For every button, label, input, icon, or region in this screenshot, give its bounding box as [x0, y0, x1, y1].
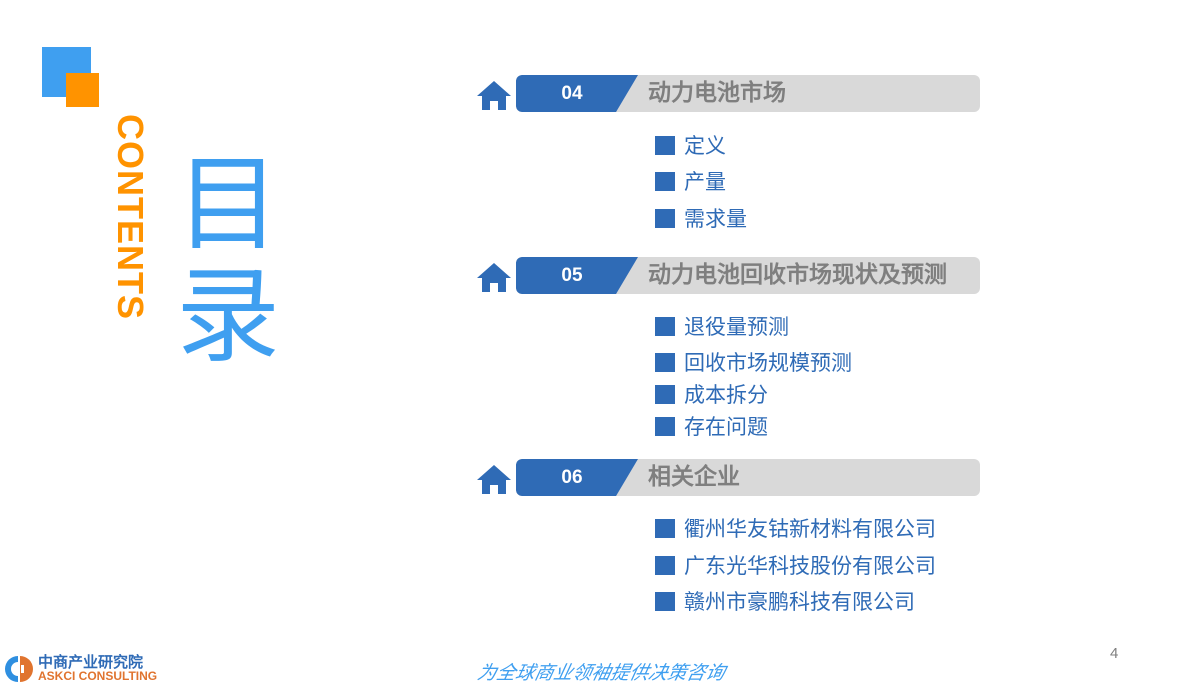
home-icon: [477, 263, 511, 292]
item-label: 存在问题: [684, 415, 768, 439]
list-item[interactable]: 回收市场规模预测: [655, 347, 852, 377]
section-title: 动力电池回收市场现状及预测: [648, 262, 947, 288]
item-label: 广东光华科技股份有限公司: [684, 554, 936, 578]
square-bullet-icon: [655, 171, 675, 191]
section-bar: 06 相关企业: [516, 459, 980, 496]
contents-heading: CONTENTS: [110, 114, 151, 320]
list-item[interactable]: 产量: [655, 166, 726, 196]
section-title: 相关企业: [648, 464, 740, 490]
section-04[interactable]: 04 动力电池市场: [475, 75, 980, 113]
list-item[interactable]: 退役量预测: [655, 311, 789, 341]
section-number: 06: [561, 467, 583, 488]
section-number: 04: [561, 83, 583, 104]
logo-mark-icon: [5, 656, 33, 682]
list-item[interactable]: 广东光华科技股份有限公司: [655, 550, 936, 580]
section-06[interactable]: 06 相关企业: [475, 459, 980, 497]
item-label: 产量: [684, 170, 726, 194]
list-item[interactable]: 定义: [655, 130, 726, 160]
square-bullet-icon: [655, 384, 675, 404]
item-label: 回收市场规模预测: [684, 351, 852, 375]
item-label: 衢州华友钴新材料有限公司: [684, 517, 936, 541]
list-item[interactable]: 衢州华友钴新材料有限公司: [655, 513, 936, 543]
square-bullet-icon: [655, 555, 675, 575]
list-item[interactable]: 赣州市豪鹏科技有限公司: [655, 586, 915, 616]
item-label: 需求量: [684, 207, 747, 231]
section-number-block: [516, 75, 638, 112]
item-label: 成本拆分: [684, 383, 768, 407]
square-bullet-icon: [655, 416, 675, 436]
square-bullet-icon: [655, 352, 675, 372]
square-bullet-icon: [655, 518, 675, 538]
square-bullet-icon: [655, 316, 675, 336]
section-05[interactable]: 05 动力电池回收市场现状及预测: [475, 257, 980, 295]
item-label: 赣州市豪鹏科技有限公司: [684, 590, 915, 614]
list-item[interactable]: 需求量: [655, 203, 747, 233]
logo-text-cn: 中商产业研究院: [38, 653, 144, 671]
section-bar: 05 动力电池回收市场现状及预测: [516, 257, 980, 294]
list-item[interactable]: 存在问题: [655, 411, 768, 441]
company-logo: 中商产业研究院 ASKCI CONSULTING: [4, 653, 157, 685]
section-title: 动力电池市场: [648, 80, 786, 106]
section-number-block: [516, 257, 638, 294]
square-bullet-icon: [655, 135, 675, 155]
home-icon: [477, 81, 511, 110]
logo-text-en: ASKCI CONSULTING: [38, 669, 158, 683]
section-number-block: [516, 459, 638, 496]
list-item[interactable]: 成本拆分: [655, 379, 768, 409]
page-number: 4: [1110, 645, 1119, 662]
slogan: 为全球商业领袖提供决策咨询: [475, 662, 728, 684]
decorative-orange-square: [66, 73, 99, 107]
square-bullet-icon: [655, 591, 675, 611]
item-label: 退役量预测: [684, 315, 789, 339]
table-of-contents-title: 目录: [175, 143, 280, 377]
section-bar: 04 动力电池市场: [516, 75, 980, 112]
section-number: 05: [561, 265, 583, 286]
item-label: 定义: [684, 134, 726, 158]
square-bullet-icon: [655, 208, 675, 228]
home-icon: [477, 465, 511, 494]
